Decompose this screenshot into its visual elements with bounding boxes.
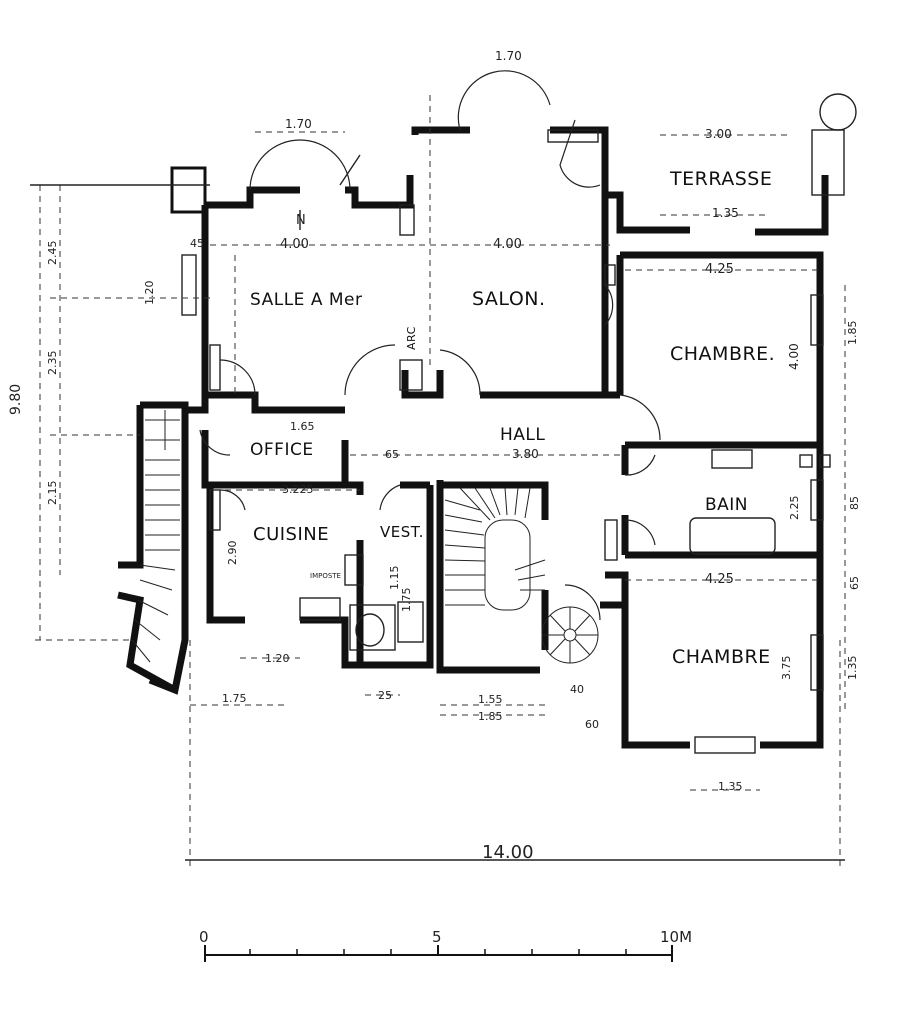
dim-1-20-left: 1.20 (143, 281, 156, 306)
label-arc: ARC (405, 326, 418, 350)
room-office: OFFICE (250, 440, 314, 460)
scale-label-0: 0 (199, 928, 209, 946)
room-hall: HALL (500, 425, 545, 445)
dim-2-45: 2.45 (46, 241, 59, 266)
dim-14-00: 14.00 (482, 842, 534, 863)
dimension-lines (30, 95, 846, 870)
room-chambre-1: CHAMBRE. (670, 343, 775, 365)
dim-3-00: 3.00 (705, 127, 732, 141)
room-bain: BAIN (705, 495, 748, 515)
dim-3-80-hall: 3.80 (512, 447, 539, 461)
scale-bar: 0 5 10M (199, 928, 692, 962)
dim-4-00-salle: 4.00 (280, 237, 309, 252)
dim-4-25-chambre1: 4.25 (705, 262, 734, 277)
dim-2-15: 2.15 (46, 481, 59, 506)
dim-1-75-vest: 1.75 (400, 588, 413, 613)
dim-2-25-bain: 2.25 (788, 496, 801, 521)
room-vestibule: VEST. (380, 523, 424, 541)
dim-1-85: 1.85 (478, 710, 503, 723)
dim-1-65: 1.65 (290, 420, 315, 433)
dim-85: 85 (848, 496, 861, 510)
dim-1-35-bottom: 1.35 (718, 780, 743, 793)
dim-45: 45 (190, 237, 204, 250)
windows (181, 93, 857, 754)
dim-4-00-salon: 4.00 (493, 237, 522, 252)
dim-2-90: 2.90 (226, 541, 239, 566)
dim-1-70-bay: 1.70 (285, 117, 312, 131)
room-cuisine: CUISINE (253, 524, 329, 545)
dim-40: 40 (570, 683, 584, 696)
annotations: IMPOSTE N (296, 154, 361, 580)
dim-65-right: 65 (848, 576, 861, 590)
dim-25: 25 (378, 689, 392, 702)
dim-1-70-top: 1.70 (495, 49, 522, 63)
dim-9-80: 9.80 (8, 384, 24, 415)
door-swings (199, 70, 661, 621)
scale-label-5: 5 (432, 928, 442, 946)
room-terrasse: TERRASSE (669, 168, 772, 190)
north-arrow-label: N (296, 213, 306, 228)
dim-1-35-chambre2: 1.35 (846, 656, 859, 681)
room-chambre-2: CHAMBRE (672, 646, 771, 668)
dim-65: 65 (385, 448, 399, 461)
dim-1-15: 1.15 (388, 566, 401, 591)
dim-1-20-bottom: 1.20 (265, 652, 290, 665)
dim-4-00-chambre1-v: 4.00 (787, 343, 801, 370)
dim-1-85-right: 1.85 (846, 321, 859, 346)
dim-3-75: 3.75 (780, 656, 793, 681)
dim-3-225: 3.225 (282, 483, 314, 496)
scale-label-10m: 10M (660, 928, 692, 946)
dim-60: 60 (585, 718, 599, 731)
dim-1-55: 1.55 (478, 693, 503, 706)
dim-1-75-bottom: 1.75 (222, 692, 247, 705)
room-salon: SALON. (472, 288, 546, 310)
dimension-texts: 1.70 1.70 3.00 1.35 4.00 4.00 4.25 4.25 … (8, 49, 861, 863)
label-imposte: IMPOSTE (310, 572, 341, 580)
dim-1-35-terrasse: 1.35 (712, 206, 739, 220)
staircases (131, 410, 599, 664)
dim-4-25-chambre2: 4.25 (705, 572, 734, 587)
room-salle-a-manger: SALLE A Mer (250, 290, 362, 310)
interior-walls (201, 370, 820, 665)
dim-2-35: 2.35 (46, 351, 59, 376)
room-labels: TERRASSE SALLE A Mer SALON. CHAMBRE. OFF… (250, 168, 775, 668)
